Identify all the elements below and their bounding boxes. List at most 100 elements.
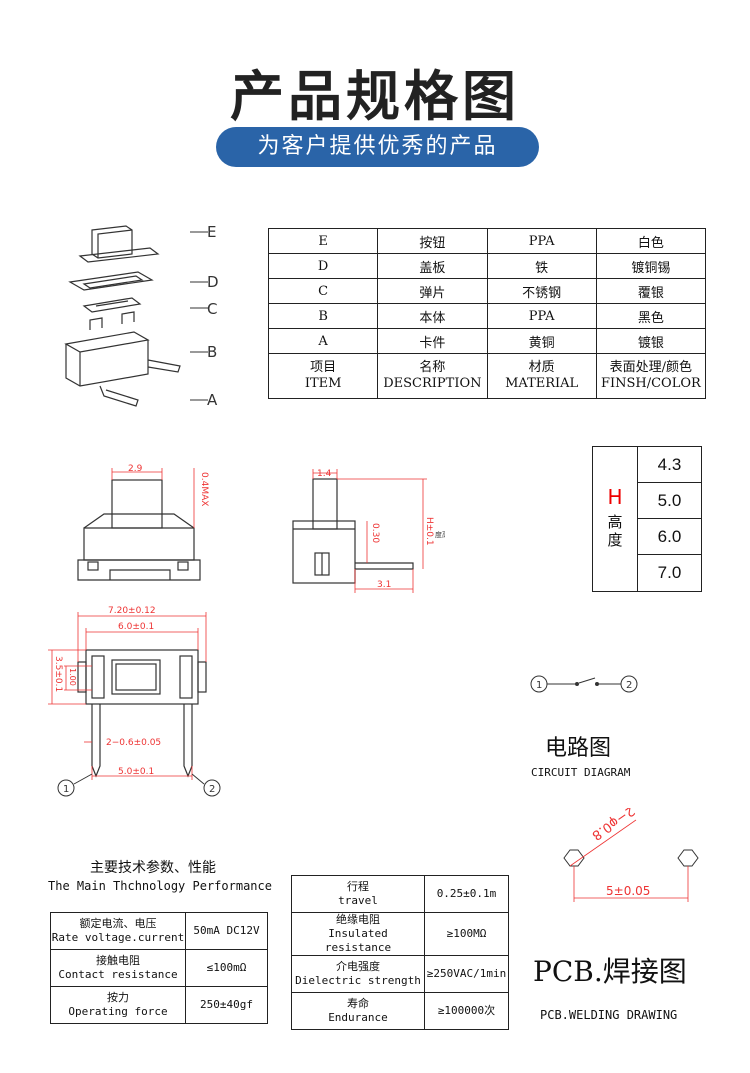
circuit-node-2: 2 bbox=[626, 680, 632, 691]
table-row: C 弹片 不锈钢 覆银 bbox=[267, 278, 707, 304]
item-cell: A bbox=[267, 328, 379, 354]
dim-side-h: H±0.1 bbox=[424, 517, 434, 546]
description-cell: 本体 bbox=[377, 303, 488, 329]
materials-table: E 按钮 PPA 白色 D 盖板 铁 镀铜锡 C 弹片 不锈钢 覆银 B 本体 … bbox=[267, 228, 707, 399]
label-b: B bbox=[207, 343, 217, 361]
spec-value: ≥100MΩ bbox=[424, 912, 509, 956]
table-row: A 卡件 黄铜 镀银 bbox=[267, 328, 707, 354]
dim-side-mid: 0.30 bbox=[370, 523, 380, 543]
pcb-hole-drawing: 2−φ0.8 5±0.05 bbox=[563, 808, 699, 902]
height-table: H 高度 4.3 5.0 6.0 7.0 bbox=[592, 446, 702, 592]
dim-top-outer: 7.20±0.12 bbox=[108, 606, 156, 616]
height-label-cn: 高度 bbox=[607, 513, 623, 549]
header-cn: 名称 bbox=[419, 360, 446, 375]
material-cell: 黄铜 bbox=[486, 328, 597, 354]
label-c: C bbox=[207, 300, 217, 318]
pcb-dia-label: 2−φ0.8 bbox=[589, 808, 637, 843]
front-view-drawing: 2.9 0.4MAX bbox=[77, 464, 209, 581]
page-title: 产品规格图 bbox=[230, 65, 520, 128]
spec-name-en: Contact resistance bbox=[58, 968, 178, 981]
material-cell: PPA bbox=[486, 228, 597, 254]
table-row: B 本体 PPA 黑色 bbox=[267, 303, 707, 329]
specs-title-en: The Main Thchnology Performance bbox=[48, 879, 272, 893]
material-cell: PPA bbox=[486, 303, 597, 329]
dim-top-inner-h: 1.00 bbox=[68, 668, 77, 686]
table-row: D 盖板 铁 镀铜锡 bbox=[267, 253, 707, 279]
description-cell: 弹片 bbox=[377, 278, 488, 304]
material-cell: 不锈钢 bbox=[486, 278, 597, 304]
material-cell: 铁 bbox=[486, 253, 597, 279]
spec-value: ≤100mΩ bbox=[185, 949, 268, 987]
header-en: FINSH/COLOR bbox=[600, 376, 701, 391]
height-value: 6.0 bbox=[638, 519, 701, 555]
dim-side-top: 1.4 bbox=[317, 469, 332, 479]
label-a: A bbox=[207, 391, 218, 409]
circuit-title-cn: 电路图 bbox=[545, 736, 612, 761]
description-cell: 卡件 bbox=[377, 328, 488, 354]
spec-name-en: Operating force bbox=[68, 1005, 168, 1018]
finish-cell: 白色 bbox=[595, 228, 707, 254]
height-label: H 高度 bbox=[593, 447, 638, 591]
dim-front-width: 2.9 bbox=[128, 464, 143, 474]
spec-name-en: Rate voltage.current bbox=[51, 931, 185, 944]
spec-name-cn: 行程 bbox=[347, 880, 369, 893]
header-cn: 材质 bbox=[528, 360, 555, 375]
spec-name-cn: 寿命 bbox=[347, 997, 369, 1010]
dim-side-h-note: 度高 bbox=[435, 530, 445, 539]
pcb-title-cn: PCB.焊接图 bbox=[533, 955, 687, 988]
spec-name-cn: 按力 bbox=[107, 991, 129, 1004]
dim-top-height: 3.5±0.1 bbox=[53, 656, 63, 692]
dim-pin-dia: 2−0.6±0.05 bbox=[106, 738, 161, 748]
header-en: DESCRIPTION bbox=[383, 376, 482, 391]
spec-name-cn: 介电强度 bbox=[336, 960, 380, 973]
specs-title-cn: 主要技术参数、性能 bbox=[90, 860, 216, 876]
description-cell: 盖板 bbox=[377, 253, 488, 279]
label-d: D bbox=[207, 273, 219, 291]
circuit-node-1: 1 bbox=[536, 680, 542, 691]
circuit-title-en: CIRCUIT DIAGRAM bbox=[531, 766, 631, 779]
spec-name-cn: 额定电流、电压 bbox=[79, 917, 157, 930]
spec-name-cn: 绝缘电阻 bbox=[336, 913, 380, 926]
item-cell: B bbox=[267, 303, 379, 329]
height-letter: H bbox=[607, 485, 623, 509]
description-cell: 按钮 bbox=[377, 228, 488, 254]
pcb-pitch-label: 5±0.05 bbox=[606, 884, 650, 898]
item-cell: C bbox=[267, 278, 379, 304]
spec-value: 50mA DC12V bbox=[185, 912, 268, 950]
subtitle-banner: 为客户提供优秀的产品 bbox=[216, 127, 539, 167]
dim-top-inner: 6.0±0.1 bbox=[118, 622, 154, 632]
finish-cell: 镀银 bbox=[595, 328, 707, 354]
pcb-title-en: PCB.WELDING DRAWING bbox=[540, 1008, 678, 1022]
pin-2-label: 2 bbox=[209, 784, 215, 795]
table-row: E 按钮 PPA 白色 bbox=[267, 228, 707, 254]
spec-name-en: travel bbox=[338, 894, 378, 907]
top-view-drawing: 7.20±0.12 6.0±0.1 3.5±0.1 1.00 2−0.6±0.0… bbox=[48, 606, 221, 797]
finish-cell: 覆银 bbox=[595, 278, 707, 304]
height-value: 7.0 bbox=[657, 563, 682, 582]
spec-value: ≥100000次 bbox=[424, 992, 509, 1030]
pin-1-label: 1 bbox=[63, 784, 69, 795]
spec-name-cn: 接触电阻 bbox=[96, 954, 140, 967]
spec-value: 0.25±0.1m bbox=[424, 875, 509, 913]
dim-pin-pitch: 5.0±0.1 bbox=[118, 767, 154, 777]
exploded-view-drawing: E D C B A bbox=[64, 223, 219, 409]
spec-value: ≥250VAC/1min bbox=[424, 955, 509, 993]
